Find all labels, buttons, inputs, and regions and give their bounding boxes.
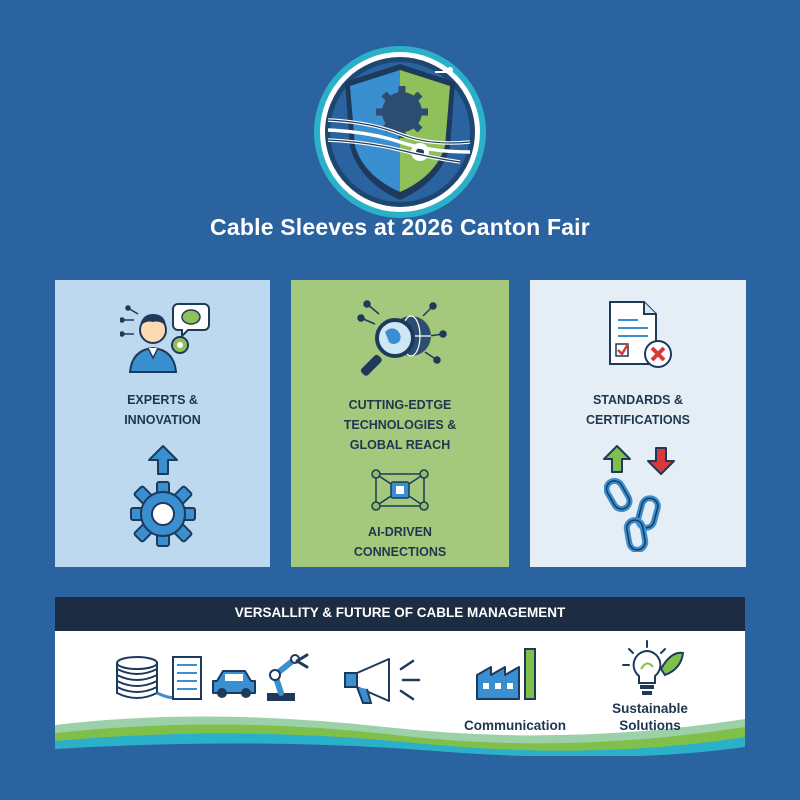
standards-certifications-panel: STANDARDS & CERTIFICATIONS	[530, 280, 746, 567]
ai-network-icon	[371, 469, 429, 511]
communication-label: Communication	[463, 718, 566, 733]
robot-arm-icon	[267, 653, 309, 701]
ai-driven-connections-label: AI-DRIVEN CONNECTIONS	[353, 525, 447, 559]
standards-certifications-label: STANDARDS & CERTIFICATIONS	[586, 393, 690, 427]
sustainable-solutions-label: Sustainable Solutions	[612, 701, 688, 733]
up-arrow-icon	[603, 445, 631, 473]
magnifier-globe-icon	[357, 300, 447, 376]
certificate-document-icon	[609, 301, 672, 368]
cable-management-banner: VERSALLITY & FUTURE OF CABLE MANAGEMENT	[55, 597, 745, 756]
factory-icon	[476, 648, 536, 700]
down-arrow-icon	[647, 447, 675, 475]
lightbulb-leaf-icon	[622, 640, 685, 695]
gear-icon	[130, 481, 196, 547]
chain-link-icon	[604, 477, 661, 552]
experts-innovation-panel: EXPERTS & INNOVATION	[55, 280, 270, 567]
technologies-global-reach-label: CUTTING-EDTGE TECHNOLOGIES & GLOBAL REAC…	[343, 398, 457, 452]
technologies-global-reach-panel: CUTTING-EDTGE TECHNOLOGIES & GLOBAL REAC…	[291, 280, 509, 567]
car-icon	[212, 670, 256, 698]
megaphone-icon	[344, 658, 421, 704]
banner-header: VERSALLITY & FUTURE OF CABLE MANAGEMENT	[55, 597, 745, 631]
expert-person-icon	[120, 303, 210, 373]
up-arrow-icon	[148, 445, 178, 475]
banner-title: VERSALLITY & FUTURE OF CABLE MANAGEMENT	[234, 605, 566, 620]
shield-gear-cable-emblem-icon	[314, 46, 486, 218]
page-title: Cable Sleeves at 2026 Canton Fair	[210, 214, 590, 240]
wave-decoration	[55, 716, 745, 756]
cable-coil-server-icon	[116, 656, 202, 700]
experts-innovation-label: EXPERTS & INNOVATION	[124, 393, 201, 427]
